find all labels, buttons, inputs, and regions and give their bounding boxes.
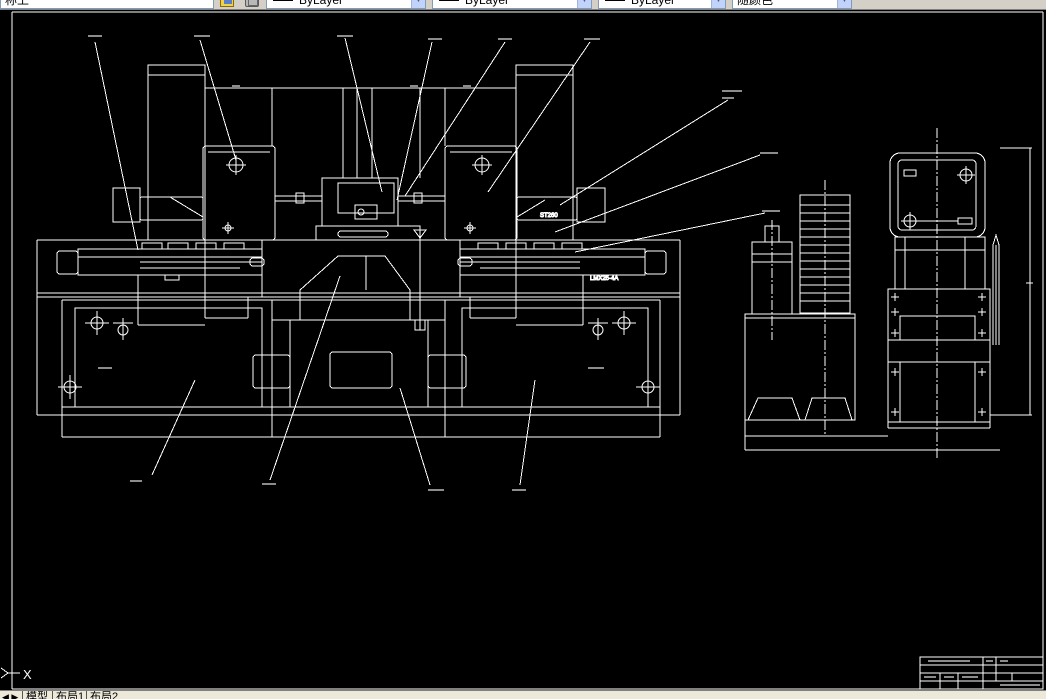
drawing-border[interactable] — [11, 11, 1044, 690]
lineweight-combo-value: ByLayer — [631, 0, 676, 7]
color-preview-swatch — [273, 0, 293, 1]
left-slide-rail[interactable] — [56, 242, 265, 326]
base-cabinet[interactable] — [61, 299, 661, 438]
linetype-preview — [439, 0, 459, 1]
center-tower[interactable] — [342, 88, 421, 178]
side-probe[interactable] — [992, 233, 1000, 345]
side-bolt-marks[interactable] — [891, 293, 986, 416]
material-stack[interactable] — [799, 180, 851, 436]
chevron-down-icon[interactable]: ▼ — [837, 0, 851, 8]
ucs-x-label: X — [23, 667, 32, 682]
linetype-combo-value: ByLayer — [465, 0, 510, 7]
access-panels[interactable] — [252, 351, 467, 389]
color-combo[interactable]: ByLayer ▼ — [266, 0, 426, 9]
slide-model-label: LMX25-4A — [590, 276, 618, 282]
annotation-text-marks — [88, 35, 780, 491]
side-cylinder[interactable] — [751, 220, 793, 340]
layer-properties-icon[interactable] — [220, 0, 234, 7]
object-properties-toolbar: 称上 ByLayer ▼ ByLayer ▼ ByLayer ▼ 随颜色 ▼ — [0, 0, 1046, 10]
chevron-down-icon[interactable]: ▼ — [711, 0, 725, 8]
side-body[interactable] — [887, 236, 991, 429]
leader-lines[interactable] — [94, 37, 766, 486]
side-view[interactable] — [744, 128, 1033, 460]
side-base[interactable] — [744, 313, 1000, 451]
chevron-down-icon[interactable]: ▼ — [411, 0, 425, 8]
right-slide-rail[interactable] — [457, 242, 667, 326]
layout-tab-bar: ◀ ▶ 模型 布局1 布局2 — [0, 690, 1046, 699]
title-block[interactable] — [919, 656, 1044, 690]
left-motor-box[interactable] — [202, 145, 276, 241]
side-head[interactable] — [889, 128, 986, 460]
tab-layout2[interactable]: 布局2 — [86, 691, 121, 699]
title-block-text-marks — [924, 660, 1040, 686]
layer-previous-icon[interactable] — [245, 0, 259, 7]
right-motor-box[interactable] — [444, 145, 518, 241]
left-cylinder[interactable] — [112, 187, 204, 223]
top-beam[interactable] — [205, 87, 516, 146]
color-combo-value: ByLayer — [299, 0, 344, 7]
layer-combo-value: 称上 — [5, 0, 30, 7]
side-dimension-line[interactable] — [990, 147, 1033, 416]
right-cylinder[interactable] — [516, 187, 606, 223]
left-column[interactable] — [147, 64, 249, 319]
center-hopper[interactable] — [299, 228, 427, 331]
layer-combo[interactable]: 称上 — [0, 0, 214, 9]
front-view[interactable]: ST260 LMX25-4A — [36, 37, 766, 486]
plotstyle-combo[interactable]: 随颜色 ▼ — [732, 0, 852, 9]
ucs-icon: X — [0, 667, 32, 682]
lineweight-combo[interactable]: ByLayer ▼ — [598, 0, 726, 9]
tab-model[interactable]: 模型 — [22, 691, 51, 699]
right-column[interactable] — [469, 64, 574, 319]
linetype-combo[interactable]: ByLayer ▼ — [432, 0, 592, 9]
chevron-down-icon[interactable]: ▼ — [577, 0, 591, 8]
anchor-bolts[interactable] — [58, 311, 660, 399]
motor-model-label: ST260 — [540, 213, 558, 219]
lineweight-preview — [605, 0, 625, 1]
plotstyle-combo-value: 随颜色 — [737, 0, 774, 7]
tab-layout1[interactable]: 布局1 — [52, 691, 87, 699]
center-clamp[interactable] — [275, 177, 445, 241]
machine-table[interactable] — [36, 239, 681, 416]
layout-nav-arrows-icon[interactable]: ◀ ▶ — [2, 692, 19, 699]
